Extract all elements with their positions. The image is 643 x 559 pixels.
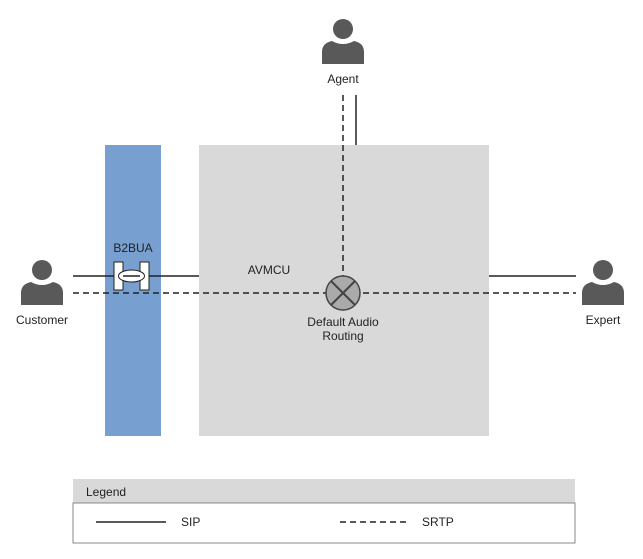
legend-header [73,479,575,503]
legend: Legend SIP SRTP [72,479,576,544]
expert-label: Expert [586,313,621,327]
person-icon [322,19,364,64]
legend-srtp-label: SRTP [422,515,454,529]
person-icon [21,260,63,305]
legend-body [72,502,576,544]
legend-sip-label: SIP [181,515,200,529]
avmcu-label: AVMCU [248,263,290,277]
routing-label-line1: Default Audio [307,315,379,329]
person-icon [582,260,624,305]
mixer-icon [325,275,361,311]
connector-icon [113,261,150,291]
b2bua-box [105,145,161,436]
b2bua-label: B2BUA [113,241,152,255]
routing-label-line2: Routing [322,329,363,343]
agent-label: Agent [327,72,359,86]
srtp-lines [73,95,576,294]
customer-label: Customer [16,313,68,327]
legend-title: Legend [86,485,126,499]
